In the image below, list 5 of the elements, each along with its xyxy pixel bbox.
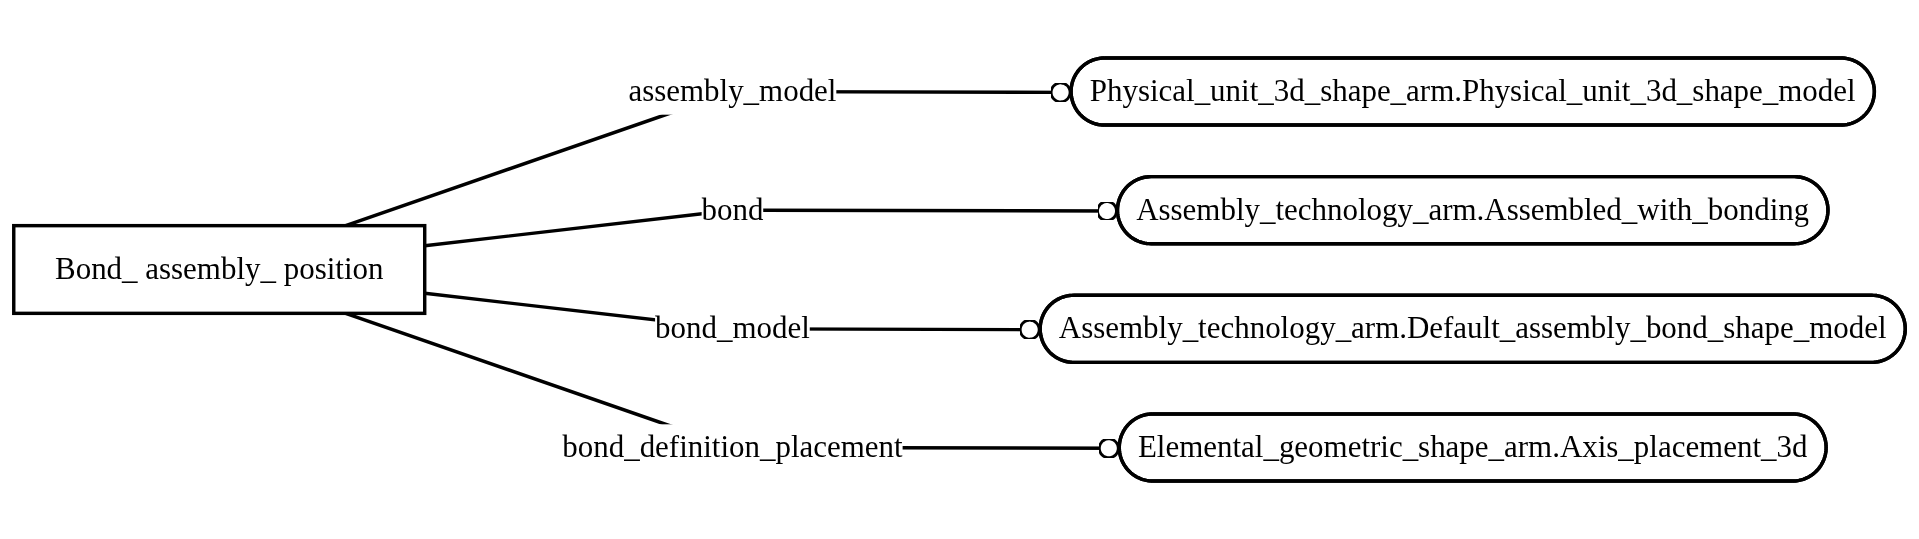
edge-label: bond — [701, 192, 764, 227]
edge-label: assembly_model — [628, 73, 837, 108]
node-box: Bond_ assembly_ position — [12, 223, 427, 316]
edge-label: bond_definition_placement — [562, 429, 903, 464]
edge-label: bond_model — [655, 310, 810, 346]
